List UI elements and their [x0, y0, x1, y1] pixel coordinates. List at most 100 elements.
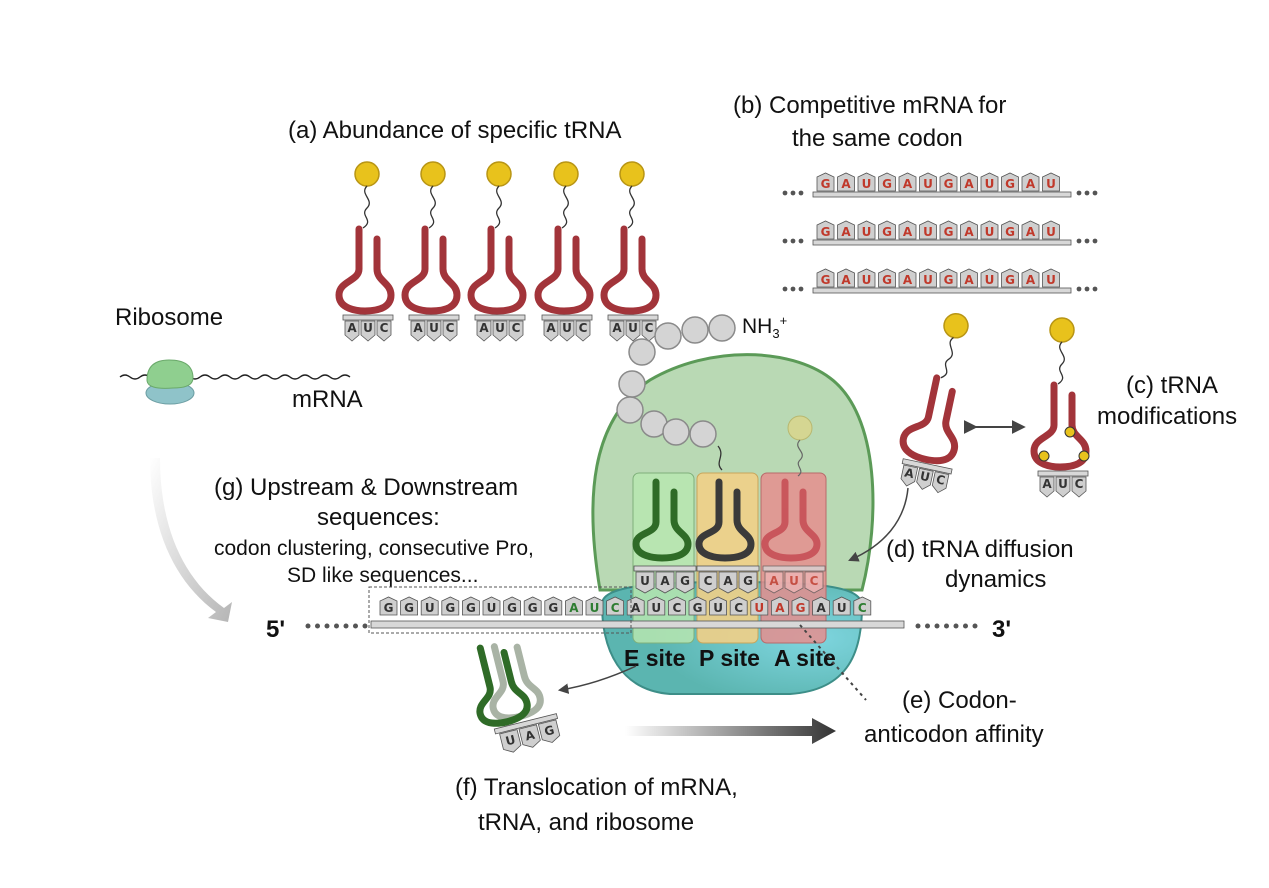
nucleotide-letter: G	[507, 601, 517, 615]
site-anticodon-nucleotide: A	[764, 571, 784, 594]
mrna-nucleotide: G	[1001, 172, 1019, 192]
anticodon-nucleotide: U	[426, 320, 442, 342]
amino-acid-bead	[618, 370, 646, 398]
label-a-abundance: (a) Abundance of specific tRNA	[288, 117, 622, 144]
mrna-nucleotide: A	[960, 220, 978, 240]
nucleotide-letter: G	[821, 273, 831, 287]
nucleotide-letter: U	[651, 601, 661, 615]
nucleotide-letter: A	[903, 273, 913, 287]
amino-acid-bead	[689, 420, 717, 448]
mrna-nucleotide: G	[544, 596, 563, 616]
anticodon-nucleotide: A	[410, 320, 426, 342]
anticodon-nucleotide: C	[575, 320, 591, 342]
nucleotide-letter: U	[590, 601, 600, 615]
nucleotide-letter: G	[543, 723, 556, 739]
anticodon-nucleotide: U	[916, 467, 934, 490]
amino-acid-bead	[681, 316, 709, 344]
mrna-nucleotide: A	[771, 596, 789, 616]
nucleotide-letter: C	[672, 601, 681, 615]
mrna-nucleotide: G	[816, 172, 835, 192]
mrna-nucleotide: A	[1021, 220, 1040, 240]
anticodon-nucleotide: A	[900, 464, 919, 487]
nucleotide-letter: U	[1046, 177, 1056, 191]
mrna-nucleotide: U	[857, 172, 876, 192]
mrna-nucleotide: U	[919, 220, 937, 240]
nucleotide-letter: C	[935, 472, 947, 488]
anticodon-nucleotide: C	[508, 320, 524, 342]
nucleotide-letter: A	[903, 177, 913, 191]
mrna-nucleotide: U	[482, 596, 501, 616]
nucleotide-letter: A	[964, 225, 974, 239]
trna-body	[335, 225, 395, 315]
nucleotide-letter: A	[612, 321, 622, 335]
nucleotide-letter: C	[446, 321, 455, 335]
nucleotide-letter: U	[862, 177, 872, 191]
trna-body	[899, 374, 959, 465]
amino-acid-ball	[420, 161, 446, 187]
nucleotide-letter: G	[548, 601, 558, 615]
nucleotide-letter: U	[754, 601, 764, 615]
amino-acid-ball	[1049, 317, 1075, 343]
exit-anticodon-nucleotide: A	[518, 724, 541, 748]
label-e-line1: (e) Codon-	[902, 687, 1017, 714]
nucleotide-letter: U	[1058, 477, 1068, 491]
nucleotide-letter: G	[528, 601, 538, 615]
mrna-nucleotide: U	[709, 596, 727, 616]
mrna-nucleotide: U	[832, 596, 851, 616]
amino-acid-ball	[619, 161, 645, 187]
nucleotide-letter: G	[882, 225, 892, 239]
nucleotide-letter: G	[384, 601, 394, 615]
anticodon-nucleotide: U	[559, 320, 575, 342]
site-anticodon-nucleotide: G	[675, 571, 695, 594]
mrna-nucleotide: U	[919, 268, 937, 288]
mrna-nucleotide: G	[878, 220, 896, 240]
mrna-ellipsis-dots	[305, 623, 978, 629]
nucleotide-letter: C	[734, 601, 743, 615]
nucleotide-letter: G	[944, 273, 954, 287]
label-d-line1: (d) tRNA diffusion	[886, 536, 1074, 563]
mrna-nucleotide: C	[729, 596, 748, 616]
label-c-line1: (c) tRNA	[1126, 372, 1218, 399]
mrna-nucleotide: G	[816, 268, 835, 288]
nucleotide-letter: U	[985, 273, 995, 287]
nucleotide-letter: C	[1075, 477, 1084, 491]
translocation-arrow	[625, 718, 836, 744]
nucleotide-letter: U	[425, 601, 435, 615]
mrna-nucleotide: U	[585, 596, 604, 616]
anticodon-nucleotide: U	[360, 320, 376, 342]
nucleotide-letter: C	[579, 321, 588, 335]
mrna-nucleotide: G	[878, 268, 896, 288]
nucleotide-letter: G	[693, 601, 703, 615]
mrna-nucleotide: U	[857, 268, 876, 288]
trna-body	[467, 225, 527, 315]
mrna-nucleotide: C	[853, 596, 872, 616]
nucleotide-letter: A	[546, 321, 556, 335]
nucleotide-letter: U	[985, 225, 995, 239]
mrna-nucleotide: G	[1001, 220, 1019, 240]
anticodon-nucleotide: U	[625, 320, 641, 342]
label-mrna: mRNA	[292, 386, 363, 413]
mrna-nucleotide: U	[647, 596, 666, 616]
site-anticodon-nucleotide: C	[698, 571, 718, 594]
nucleotide-letter: G	[466, 601, 476, 615]
mrna-nucleotide: A	[565, 596, 583, 616]
exit-anticodon-nucleotide: G	[537, 719, 561, 743]
nucleotide-letter: A	[964, 177, 974, 191]
anticodon-nucleotide: A	[609, 320, 625, 342]
affinity-dotted-line	[799, 624, 867, 701]
mrna-nucleotide: G	[503, 596, 521, 616]
anticodon-nucleotide: A	[476, 320, 492, 342]
nucleotide-letter: U	[640, 574, 650, 588]
anticodon-nucleotide: C	[442, 320, 458, 342]
mrna-nucleotide: A	[898, 220, 917, 240]
nucleotide-letter: G	[743, 574, 753, 588]
